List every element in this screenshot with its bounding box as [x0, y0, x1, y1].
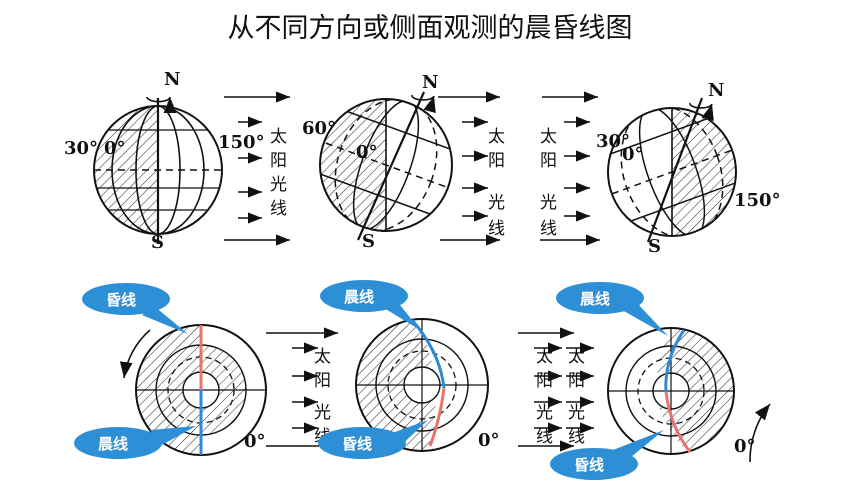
- label-0-degrees: 0°: [356, 142, 378, 163]
- svg-text:晨线: 晨线: [344, 288, 374, 306]
- svg-text:昏线: 昏线: [342, 435, 372, 453]
- sunlight-char: 太: [314, 347, 331, 367]
- label-150-degrees: 150°: [218, 132, 265, 153]
- callout-dusk-line: 昏线: [318, 420, 428, 459]
- sunlight-char: 光: [568, 403, 585, 423]
- svg-text:晨线: 晨线: [98, 435, 128, 453]
- label-30-degrees: 30°: [596, 131, 630, 152]
- earth-axis: [646, 97, 704, 243]
- callout-dusk-line: 昏线: [82, 283, 188, 334]
- earth-axis: [356, 91, 426, 241]
- dusk-line: [664, 391, 692, 453]
- label-150-degrees: 150°: [734, 190, 781, 211]
- globe-tilted-left: N S 60° 0°: [302, 72, 453, 252]
- sunlight-arrows-bottom-left: 太 阳 光 线: [266, 327, 338, 452]
- sunlight-char: 阳: [540, 151, 557, 171]
- sunlight-arrows-top-left: 太 阳 光 线: [224, 91, 290, 246]
- sunlight-char: 光: [270, 175, 287, 195]
- rotation-arrow-icon: [749, 403, 771, 463]
- sunlight-char: 线: [568, 427, 585, 447]
- label-north: N: [422, 72, 438, 93]
- svg-text:昏线: 昏线: [106, 291, 136, 309]
- label-0-degrees: 0°: [622, 144, 644, 165]
- label-0-degrees: 0°: [104, 138, 126, 159]
- dawn-line: [410, 319, 446, 389]
- sunlight-char: 光: [536, 403, 553, 423]
- sunlight-char: 阳: [314, 371, 331, 391]
- callout-dawn-line: 晨线: [320, 280, 420, 330]
- sunlight-char: 线: [270, 199, 287, 219]
- polar-view-middle: 0° 晨线 昏线: [318, 280, 500, 459]
- rotation-arrow-icon: [689, 102, 714, 122]
- sunlight-char: 线: [488, 219, 505, 239]
- sunlight-char: 光: [314, 403, 331, 423]
- sunlight-char: 太: [540, 127, 557, 147]
- sunlight-char: 太: [270, 127, 287, 147]
- sunlight-arrows-top-middle: 太 阳 光 线 太 阳 光 线: [438, 91, 600, 246]
- night-hemisphere: [356, 319, 436, 451]
- sunlight-arrows-bottom-middle: 太 阳 光 线 太 阳 光 线: [518, 327, 594, 452]
- dusk-line: [428, 387, 446, 447]
- polar-view-left: 0° 昏线 晨线: [74, 283, 267, 459]
- svg-text:昏线: 昏线: [574, 456, 604, 474]
- dawn-line: [664, 329, 686, 393]
- sunlight-char: 太: [536, 347, 553, 367]
- label-south: S: [151, 232, 164, 253]
- rotation-arrow-icon: [146, 96, 177, 114]
- label-60-degrees: 60°: [302, 118, 336, 139]
- globe-tilted-right: N S 30° 0° 150°: [596, 80, 781, 257]
- polar-view-right: 0° 晨线 昏线: [550, 282, 771, 480]
- sunlight-char: 太: [568, 347, 585, 367]
- label-30-degrees: 30°: [64, 138, 98, 159]
- callout-dawn-line: 晨线: [74, 426, 196, 459]
- callout-dusk-line: 昏线: [550, 430, 664, 480]
- sunlight-char: 阳: [536, 371, 553, 391]
- label-south: S: [362, 231, 375, 252]
- rotation-arrow-icon: [119, 329, 151, 379]
- label-0-degrees: 0°: [244, 431, 266, 452]
- label-south: S: [648, 236, 661, 257]
- label-north: N: [708, 80, 724, 101]
- svg-text:晨线: 晨线: [580, 290, 610, 308]
- sunlight-char: 光: [540, 193, 557, 213]
- sunlight-char: 太: [488, 127, 505, 147]
- callout-dawn-line: 晨线: [556, 282, 668, 336]
- sunlight-char: 线: [540, 219, 557, 239]
- label-0-degrees: 0°: [478, 430, 500, 451]
- label-north: N: [164, 69, 180, 90]
- rotation-arrow-icon: [411, 94, 436, 114]
- sunlight-char: 阳: [270, 151, 287, 171]
- sunlight-char: 阳: [488, 151, 505, 171]
- sunlight-char: 线: [536, 427, 553, 447]
- sunlight-char: 阳: [568, 371, 585, 391]
- page-title: 从不同方向或侧面观测的晨昏线图: [227, 13, 633, 44]
- label-0-degrees: 0°: [734, 436, 756, 457]
- sunlight-char: 光: [488, 193, 505, 213]
